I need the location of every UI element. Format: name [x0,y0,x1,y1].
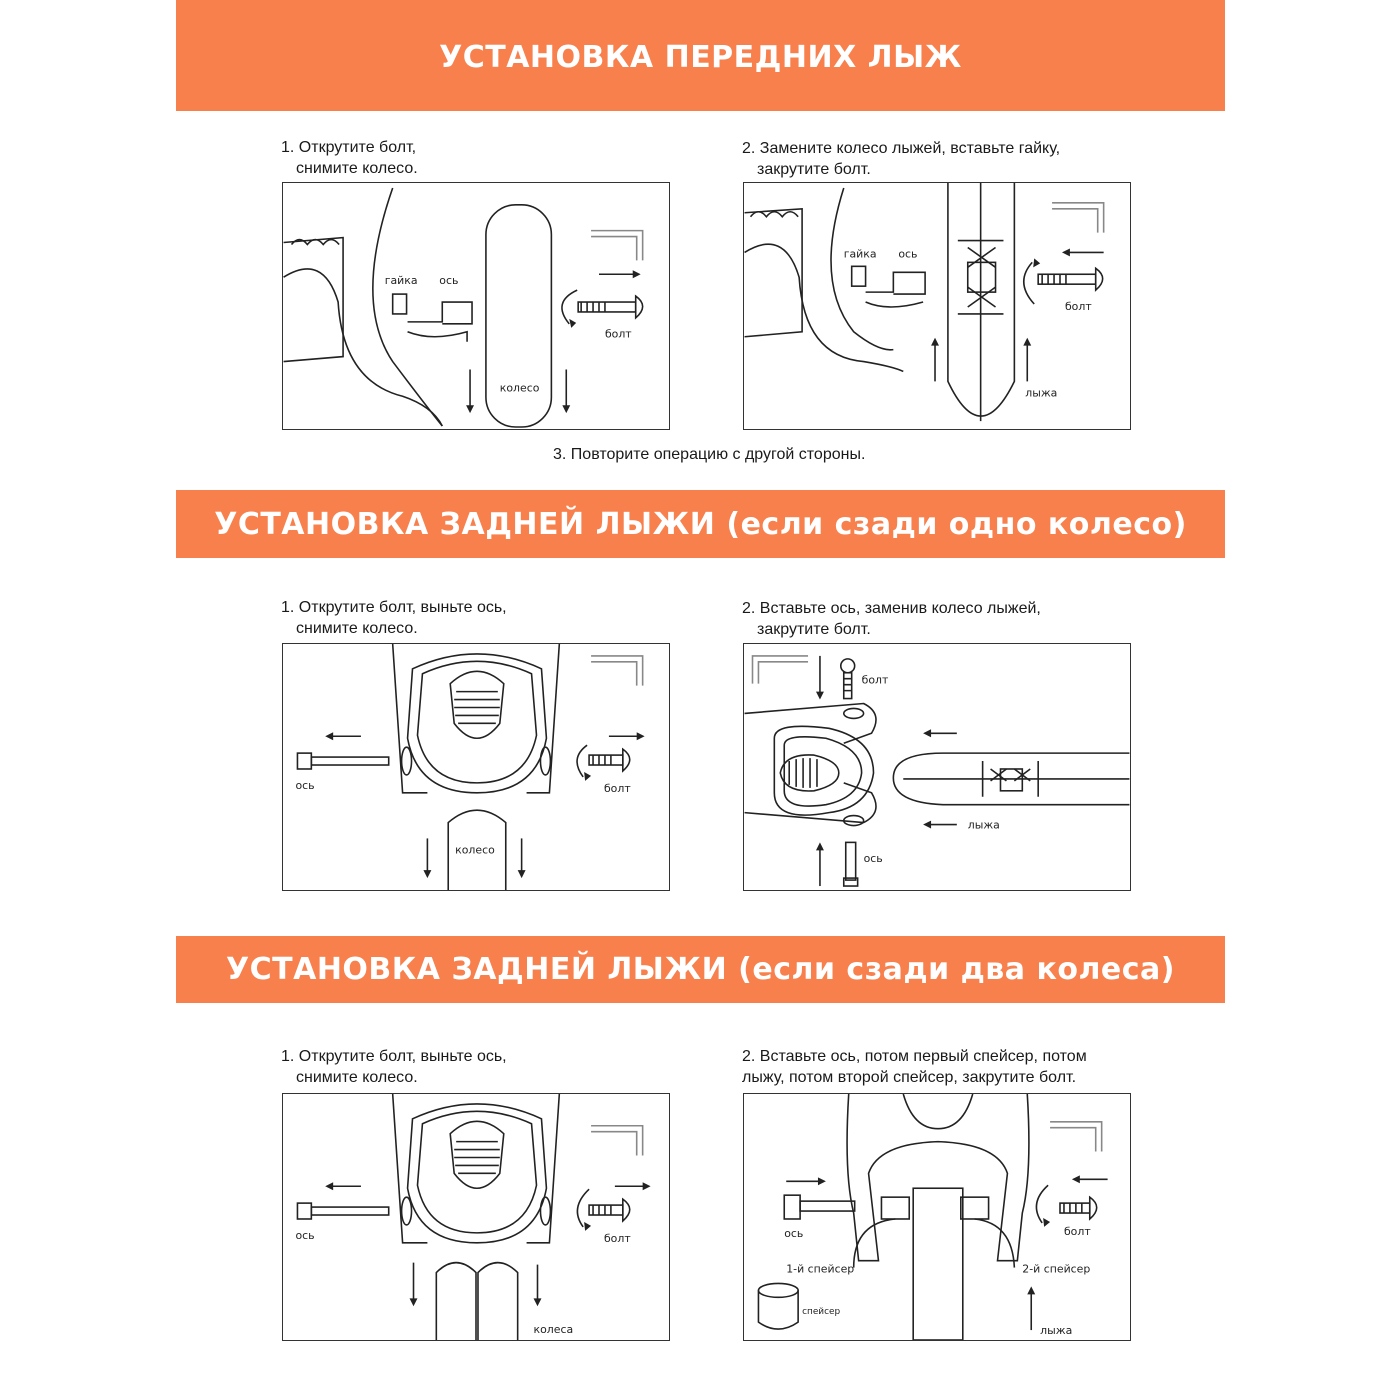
section-title: УСТАНОВКА ЗАДНЕЙ ЛЫЖИ (если сзади одно к… [214,507,1187,542]
step-line: 1. Открутите болт, выньте ось, [281,1048,507,1065]
step-line: 1. Открутите болт, выньте ось, [281,599,507,616]
step-line: снимите колесо. [281,1067,507,1088]
label-spacer: спейсер [802,1307,840,1317]
step-line: лыжу, потом второй спейсер, закрутите бо… [742,1067,1087,1088]
figure-install-front-ski: гайка ось болт лыжа [743,182,1131,430]
label-bolt: болт [1065,300,1092,313]
label-spacer-2: 2-й спейсер [1022,1263,1090,1276]
repeat-note: 3. Повторите операцию с другой стороны. [553,446,865,464]
label-bolt: болт [604,1232,631,1245]
label-spacer-1: 1-й спейсер [786,1263,854,1276]
label-wheels: колеса [534,1323,574,1336]
label-ski: лыжа [1025,386,1057,399]
label-wheel: колесо [455,843,495,856]
step-text: 2. Вставьте ось, потом первый спейсер, п… [742,1046,1087,1088]
step-line: закрутите болт. [742,159,1060,180]
section-title: УСТАНОВКА ПЕРЕДНИХ ЛЫЖ [439,36,962,75]
label-bolt: болт [604,782,631,795]
step-line: снимите колесо. [281,158,418,179]
step-line: закрутите болт. [742,619,1041,640]
step-line: снимите колесо. [281,618,507,639]
step-text: 2. Вставьте ось, заменив колесо лыжей, з… [742,598,1041,640]
step-text: 2. Замените колесо лыжей, вставьте гайку… [742,138,1060,180]
label-axle: ось [295,779,314,792]
step-text: 1. Открутите болт, выньте ось, снимите к… [281,597,507,639]
label-axle: ось [864,852,883,865]
label-ski: лыжа [1040,1324,1072,1337]
step-text: 1. Открутите болт, снимите колесо. [281,137,418,179]
step-line: 2. Вставьте ось, потом первый спейсер, п… [742,1048,1087,1065]
step-text: 1. Открутите болт, выньте ось, снимите к… [281,1046,507,1088]
figure-remove-front-wheel: гайка ось болт колесо [282,182,670,430]
step-line: 1. Открутите болт, [281,139,416,156]
label-ski: лыжа [968,819,1000,832]
label-axle: ось [898,247,917,260]
figure-install-rear-ski: болт лыжа ось [743,643,1131,891]
label-axle: ось [784,1227,803,1240]
label-bolt: болт [862,674,889,687]
step-line: 2. Вставьте ось, заменив колесо лыжей, [742,600,1041,617]
figure-remove-rear-wheels: ось болт колеса [282,1093,670,1341]
section-banner-rear-ski-two-wheels: УСТАНОВКА ЗАДНЕЙ ЛЫЖИ (если сзади два ко… [176,936,1225,1003]
section-banner-front-skis: УСТАНОВКА ПЕРЕДНИХ ЛЫЖ [176,0,1225,111]
label-nut: гайка [844,247,877,260]
label-bolt: болт [605,328,632,341]
section-title: УСТАНОВКА ЗАДНЕЙ ЛЫЖИ (если сзади два ко… [226,952,1175,987]
label-axle: ось [439,274,458,287]
section-banner-rear-ski-one-wheel: УСТАНОВКА ЗАДНЕЙ ЛЫЖИ (если сзади одно к… [176,490,1225,558]
label-wheel: колесо [500,381,540,394]
label-nut: гайка [385,274,418,287]
label-bolt: болт [1064,1225,1091,1238]
figure-install-rear-ski-spacers: ось болт 1-й спейсер 2-й спейсер спейсер… [743,1093,1131,1341]
step-line: 2. Замените колесо лыжей, вставьте гайку… [742,140,1060,157]
label-axle: ось [295,1229,314,1242]
figure-remove-rear-wheel: ось болт колесо [282,643,670,891]
